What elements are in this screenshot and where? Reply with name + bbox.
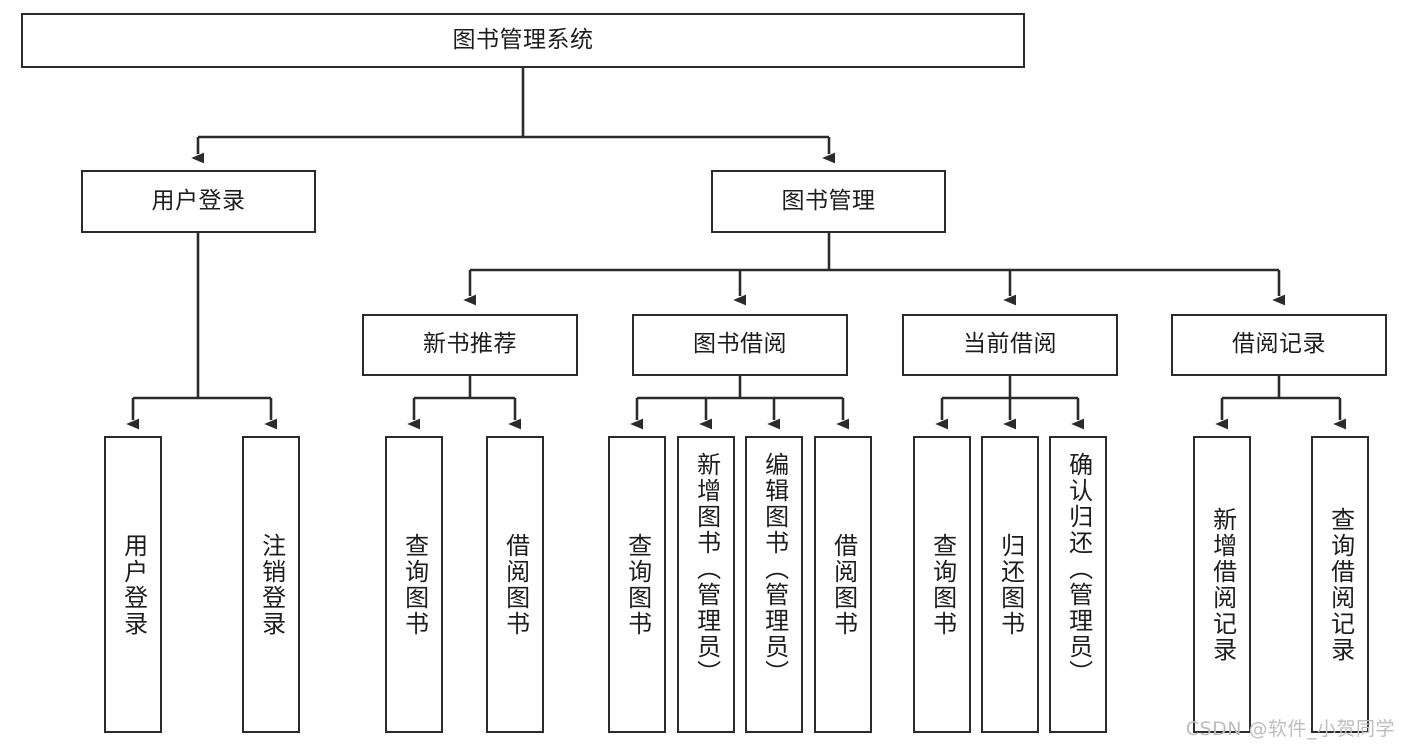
leaf-confirm-return-admin[interactable]: 确认归还（管理员） — [1049, 436, 1107, 733]
leaf-add-borrow-record[interactable]: 新增借阅记录 — [1193, 436, 1251, 733]
leaf-label: 查询图书 — [928, 532, 957, 637]
leaf-label: 查询借阅记录 — [1326, 506, 1355, 663]
leaf-borrow-book-new[interactable]: 借阅图书 — [486, 436, 544, 733]
leaf-label: 用户登录 — [119, 532, 148, 637]
node-new-book-recommendation[interactable]: 新书推荐 — [362, 314, 578, 376]
leaf-borrow-book[interactable]: 借阅图书 — [814, 436, 872, 733]
leaf-return-book[interactable]: 归还图书 — [981, 436, 1039, 733]
leaf-label: 新增图书（管理员） — [692, 452, 721, 686]
node-label: 借阅记录 — [1232, 331, 1326, 358]
node-label: 图书管理系统 — [452, 26, 594, 53]
leaf-label: 编辑图书（管理员） — [760, 452, 789, 686]
node-label: 新书推荐 — [423, 331, 517, 358]
leaf-label: 借阅图书 — [829, 532, 858, 637]
leaf-label: 确认归还（管理员） — [1064, 452, 1093, 686]
csdn-watermark: CSDN @软件_小贺同学 — [1185, 718, 1395, 740]
node-borrowing-records[interactable]: 借阅记录 — [1171, 314, 1387, 376]
node-label: 用户登录 — [151, 187, 246, 214]
node-label: 图书管理 — [781, 187, 876, 214]
node-label: 图书借阅 — [693, 331, 787, 358]
leaf-label: 查询图书 — [400, 532, 429, 637]
leaf-label: 新增借阅记录 — [1208, 506, 1237, 663]
leaf-label: 归还图书 — [996, 532, 1025, 637]
leaf-query-book-current[interactable]: 查询图书 — [913, 436, 971, 733]
node-current-borrowing[interactable]: 当前借阅 — [902, 314, 1118, 376]
leaf-query-borrow-record[interactable]: 查询借阅记录 — [1311, 436, 1369, 733]
leaf-query-book-borrow[interactable]: 查询图书 — [608, 436, 666, 733]
leaf-label: 借阅图书 — [501, 532, 530, 637]
leaf-label: 注销登录 — [257, 532, 286, 637]
leaf-label: 查询图书 — [623, 532, 652, 637]
node-label: 当前借阅 — [963, 331, 1057, 358]
node-user-login[interactable]: 用户登录 — [81, 170, 316, 233]
node-book-borrowing[interactable]: 图书借阅 — [632, 314, 848, 376]
leaf-query-book-new[interactable]: 查询图书 — [385, 436, 443, 733]
node-root-book-management-system[interactable]: 图书管理系统 — [21, 13, 1025, 68]
node-book-management[interactable]: 图书管理 — [711, 170, 946, 233]
leaf-logout[interactable]: 注销登录 — [242, 436, 300, 733]
leaf-add-book-admin[interactable]: 新增图书（管理员） — [677, 436, 735, 733]
leaf-edit-book-admin[interactable]: 编辑图书（管理员） — [745, 436, 803, 733]
leaf-user-login[interactable]: 用户登录 — [104, 436, 162, 733]
